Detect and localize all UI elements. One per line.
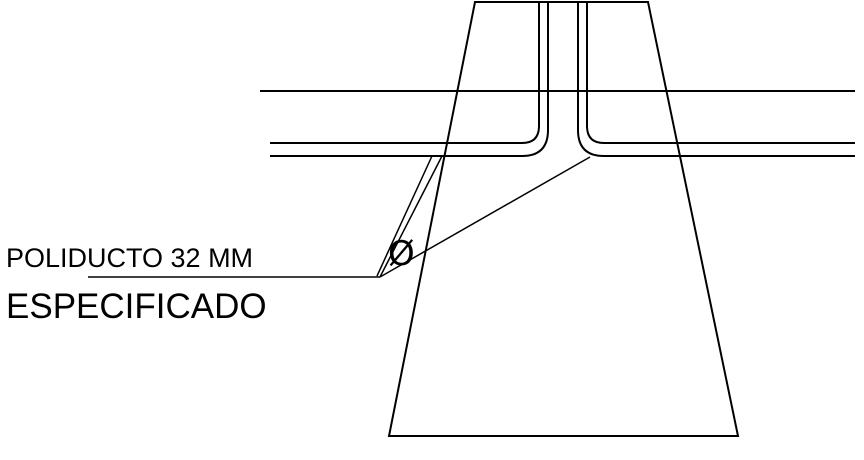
annotation-line-1: POLIDUCTO 32 MM [6, 243, 253, 273]
right-duct-outer [577, 2, 855, 157]
right-duct-inner [586, 2, 855, 144]
left-duct-outer [270, 2, 549, 157]
trapezoid-section [387, 0, 740, 437]
leader-line-right [379, 156, 591, 278]
leader-line-left-2 [379, 155, 443, 278]
left-duct-inner [270, 2, 540, 144]
leader-line-left [376, 155, 433, 277]
diameter-symbol: Ø [388, 234, 415, 274]
annotation-line-2: ESPECIFICADO [6, 287, 267, 326]
